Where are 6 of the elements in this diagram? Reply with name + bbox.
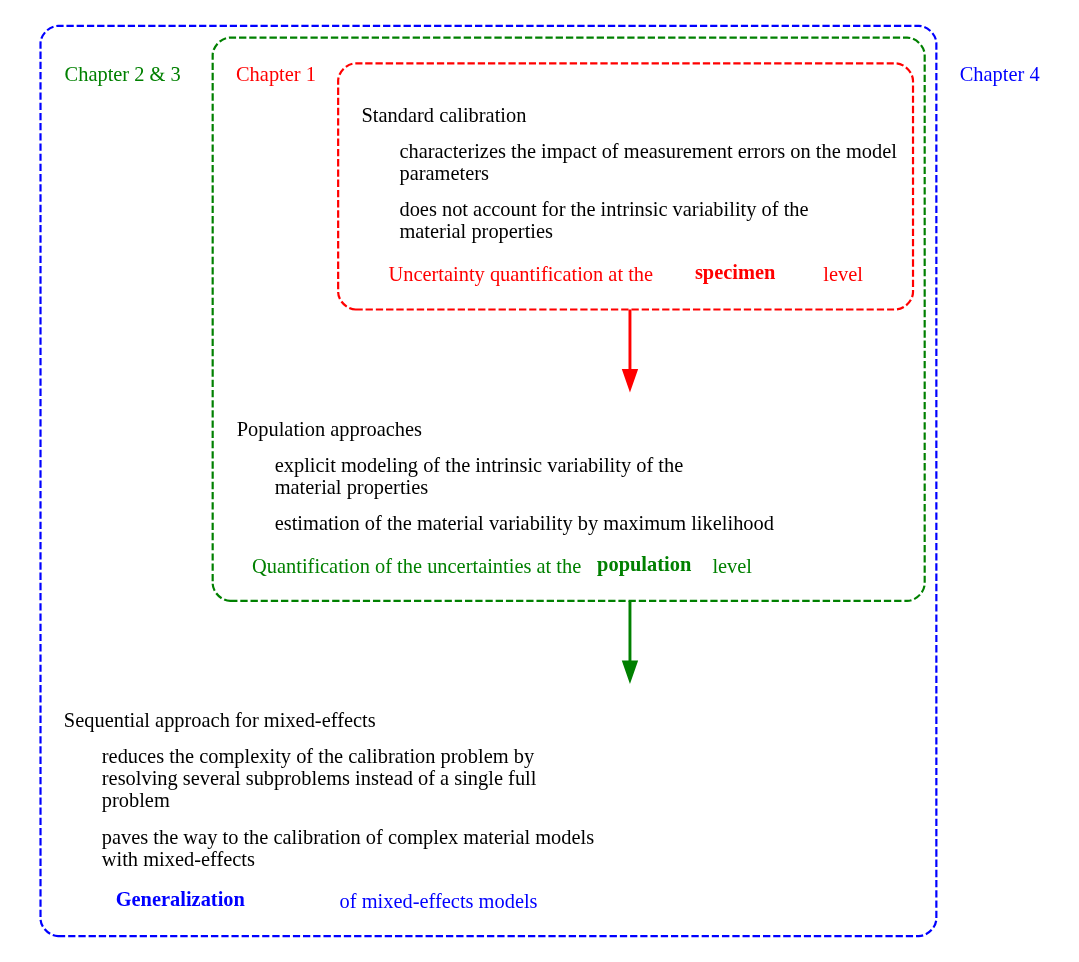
node-label: Chapter 4: [959, 62, 1040, 85]
node-label: Chapter 1: [236, 62, 316, 85]
node-box: Standard calibration characterizes the impact of measurement errors on the model parameters does not account for the intrinsic variability of the material properties Uncertainty quantification at the specimen level: [337, 62, 915, 311]
node-label: Chapter 2 & 3: [64, 62, 181, 85]
arrow: [621, 309, 639, 393]
arrow: [621, 600, 639, 684]
